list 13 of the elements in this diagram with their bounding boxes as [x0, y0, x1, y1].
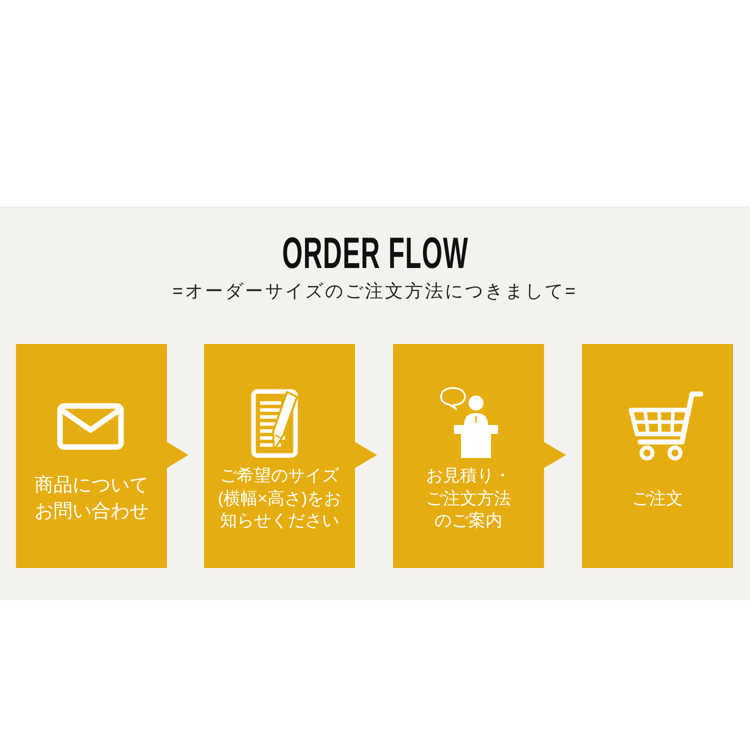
step-label: 商品についてお問い合わせ: [33, 474, 150, 524]
step-box: [204, 344, 355, 568]
subtitle: =オーダーサイズのご注文方法につきまして=: [172, 280, 578, 303]
arrow: [355, 442, 378, 468]
title: ORDER FLOW: [282, 230, 468, 278]
arrow: [167, 442, 188, 468]
step-label: ご希望のサイズ(横幅×高さ)をお知らせください: [216, 464, 342, 532]
arrow: [544, 442, 566, 468]
step-box: [393, 344, 544, 568]
step-box: [582, 344, 733, 568]
step-box: [16, 344, 167, 568]
step-label: お見積り・ご注文方法のご案内: [424, 464, 512, 532]
step-label: ご注文: [632, 488, 683, 510]
